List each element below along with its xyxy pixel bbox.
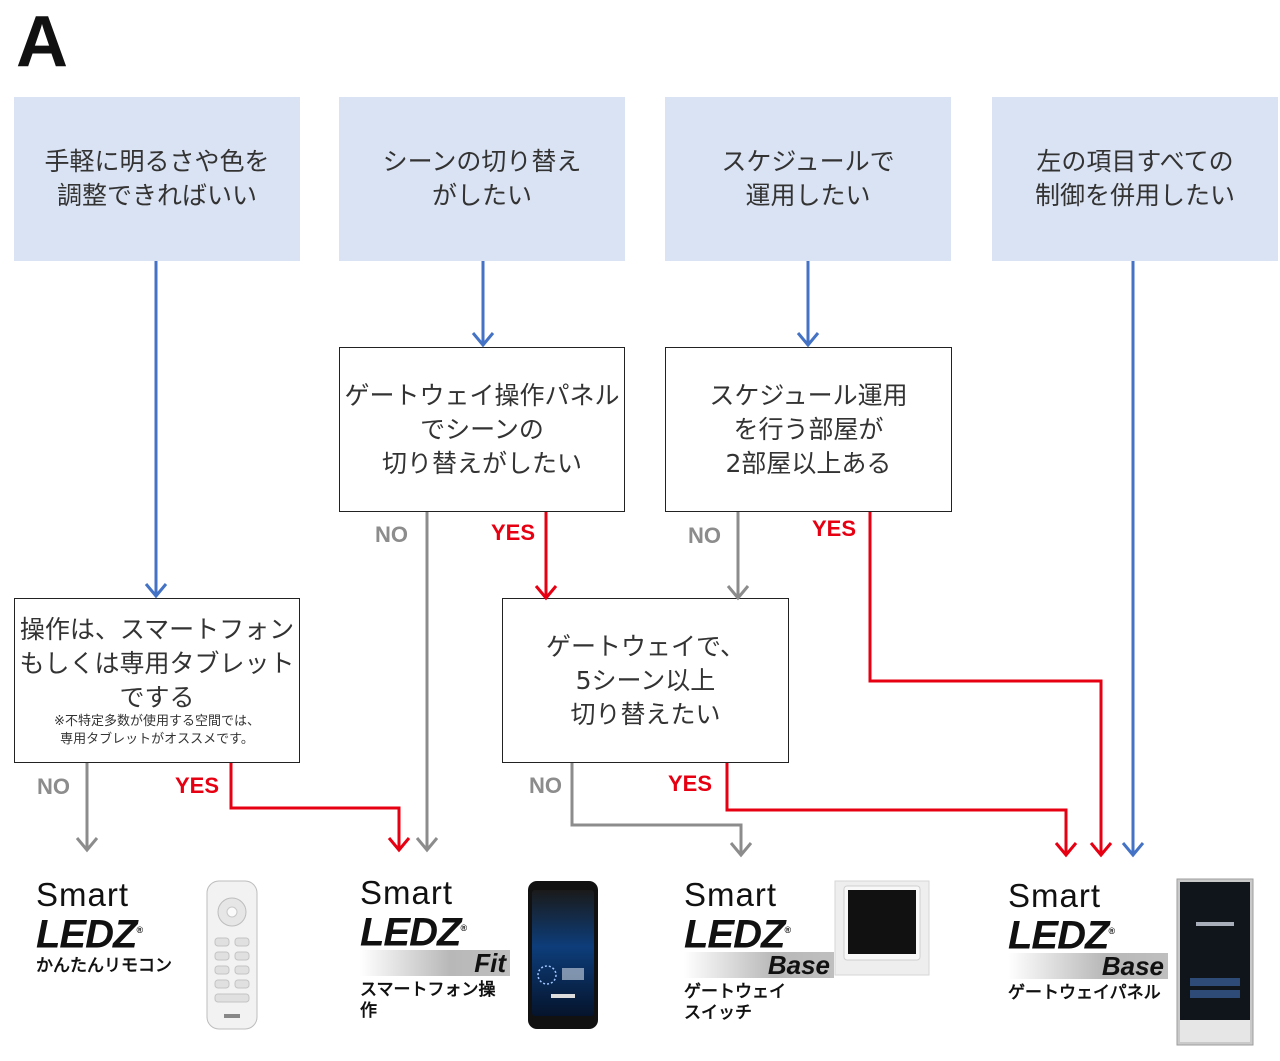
logo-ledz: LEDZ®	[360, 910, 467, 955]
arrowhead	[75, 837, 99, 853]
gateway-switch-icon	[834, 880, 930, 976]
arrowhead	[387, 837, 411, 853]
product-logo-base-panel: Smart LEDZ® Base ゲートウェイパネル	[1008, 879, 1168, 1004]
gateway-panel-icon	[1176, 878, 1254, 1046]
question-text: 操作は、スマートフォン もしくは専用タブレット でする	[19, 614, 295, 712]
logo-smart: Smart	[684, 876, 778, 913]
product-caption: ゲートウェイパネル	[1008, 983, 1161, 1004]
arrowhead	[471, 332, 495, 348]
question-five-scenes: ゲートウェイで、 5シーン以上 切り替えたい	[502, 598, 789, 763]
logo-ledz: LEDZ®	[1008, 913, 1115, 958]
product-caption: かんたんリモコン	[36, 956, 172, 977]
question-schedule-rooms: スケジュール運用 を行う部屋が 2部屋以上ある	[665, 347, 952, 512]
arrowhead	[1054, 842, 1078, 858]
arrowhead	[144, 583, 168, 599]
label-no: NO	[375, 522, 408, 547]
logo-sub-fit: Fit	[360, 950, 510, 977]
logo-ledz: LEDZ®	[36, 912, 143, 957]
arrow-yes-to-fit	[229, 763, 401, 850]
label-yes: YES	[812, 516, 857, 541]
gray-no-arrows	[75, 512, 753, 858]
arrow-yes-to-gateway-panel	[868, 512, 1103, 855]
product-logo-remote: Smart LEDZ® かんたんリモコン	[36, 878, 186, 977]
logo-smart: Smart	[360, 874, 454, 911]
need-box-schedule: スケジュールで 運用したい	[665, 97, 951, 261]
question-text: スケジュール運用 を行う部屋が 2部屋以上ある	[709, 380, 908, 478]
remote-control-icon	[206, 880, 258, 1030]
panel-letter: A	[16, 2, 68, 82]
logo-ledz: LEDZ®	[684, 912, 791, 957]
need-box-easy-adjust: 手軽に明るさや色を 調整できればいい	[14, 97, 300, 261]
question-note: ※不特定多数が使用する空間では、 専用タブレットがオススメです。	[54, 713, 260, 747]
need-box-all-combined: 左の項目すべての 制御を併用したい	[992, 97, 1278, 261]
arrowhead	[729, 842, 753, 858]
blue-arrows	[144, 261, 1145, 858]
product-caption: スマートフォン操作	[360, 980, 496, 1022]
label-no: NO	[37, 774, 70, 799]
question-smartphone-tablet: 操作は、スマートフォン もしくは専用タブレット でする ※不特定多数が使用する空…	[14, 598, 300, 763]
arrow-no-to-gateway-switch	[570, 763, 743, 855]
arrowhead	[1121, 842, 1145, 858]
label-yes: YES	[175, 773, 220, 798]
product-logo-base-switch: Smart LEDZ® Base ゲートウェイ スイッチ	[684, 878, 834, 1024]
arrow-yes-to-gateway-panel-2	[725, 763, 1068, 855]
logo-smart: Smart	[1008, 877, 1102, 914]
logo-sub-base: Base	[684, 952, 834, 979]
label-yes: YES	[491, 520, 536, 545]
label-no: NO	[529, 773, 562, 798]
arrowhead	[415, 837, 439, 853]
label-no: NO	[688, 523, 721, 548]
product-caption: ゲートウェイ スイッチ	[684, 982, 786, 1024]
red-yes-arrows	[229, 512, 1113, 858]
arrowhead	[1089, 842, 1113, 858]
label-yes: YES	[668, 771, 713, 796]
logo-smart: Smart	[36, 876, 130, 913]
arrowhead	[796, 332, 820, 348]
arrowhead	[534, 585, 558, 601]
logo-sub-base: Base	[1008, 953, 1168, 980]
arrowhead	[726, 585, 750, 601]
product-logo-fit: Smart LEDZ® Fit スマートフォン操作	[360, 876, 510, 1022]
need-box-scene-switch: シーンの切り替え がしたい	[339, 97, 625, 261]
question-text: ゲートウェイ操作パネル でシーンの 切り替えがしたい	[344, 380, 620, 478]
question-text: ゲートウェイで、 5シーン以上 切り替えたい	[545, 631, 745, 729]
smartphone-icon	[528, 881, 598, 1029]
question-gateway-panel-scene: ゲートウェイ操作パネル でシーンの 切り替えがしたい	[339, 347, 625, 512]
